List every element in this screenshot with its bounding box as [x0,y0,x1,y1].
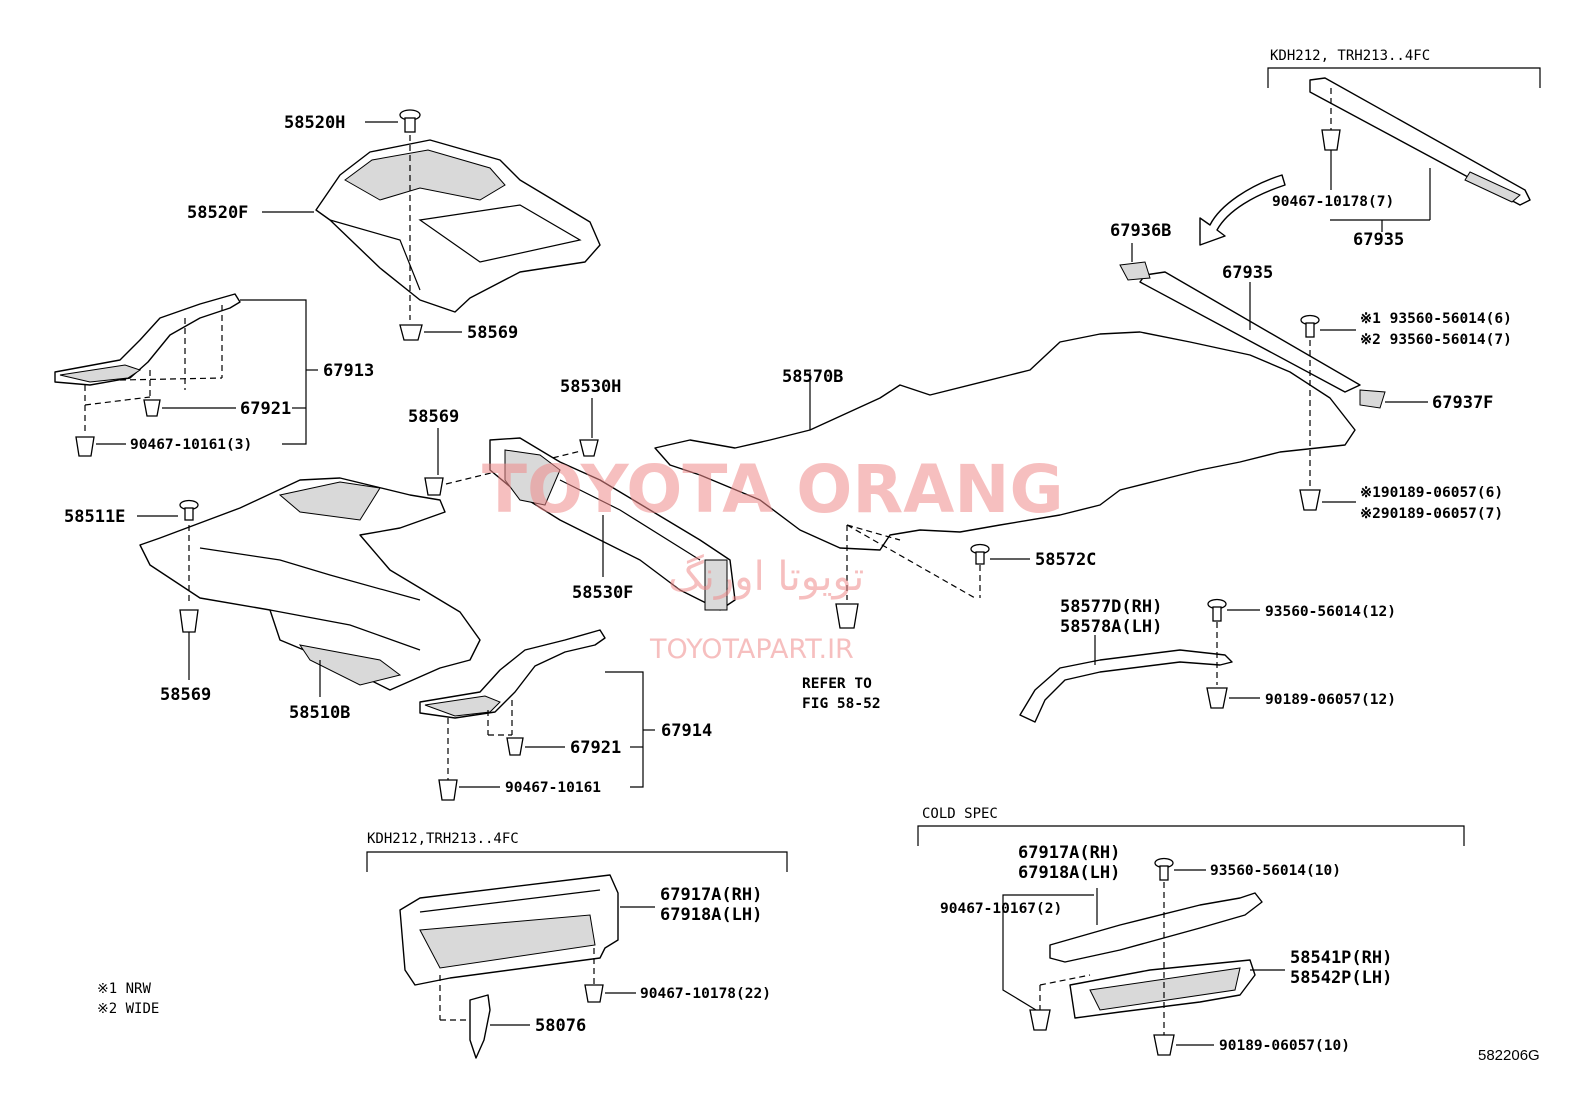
label-90189-7: ※290189-06057(7) [1360,506,1503,522]
label-58570B: 58570B [782,367,843,387]
label-67917A-a: 67917A(RH) [660,885,762,905]
clip-58511E: 58511E [64,499,199,527]
clip-90189-12: 90189-06057(12) [1206,687,1396,709]
label-58572C: 58572C [1035,550,1096,570]
clip-90467-10167-2: 90467-10167(2) [940,894,1094,1031]
label-67921-a: 67921 [240,399,291,419]
label-58541P: 58541P(RH) [1290,948,1392,968]
label-58510B: 58510B [289,703,350,723]
clip-90189-6-7: ※190189-06057(6) ※290189-06057(7) [1299,485,1503,522]
figure-id: 582206G [1478,1047,1540,1064]
label-58076: 58076 [535,1016,586,1036]
label-58520F: 58520F [187,203,248,223]
label-93560-7: ※2 93560-56014(7) [1360,332,1512,348]
part-58570B-shape [654,331,1356,551]
part-67914-shape [419,629,606,780]
part-58530F-shape [489,437,736,611]
clip-58530H: 58530H [560,377,621,457]
label-58542P: 58542P(LH) [1290,968,1392,988]
watermark-persian: تویوتا اورنگ [668,554,864,600]
note-wide: ※2 WIDE [97,1001,159,1017]
label-90467-10178-7: 90467-10178(7) [1272,194,1394,210]
label-67914: 67914 [661,721,712,741]
clip-90467-10161-3: 90467-10161(3) [75,436,252,457]
label-67936B: 67936B [1110,221,1171,241]
label-90189-6: ※190189-06057(6) [1360,485,1503,501]
label-58520H: 58520H [284,113,345,133]
clip-90467-10161: 90467-10161 [438,779,601,801]
label-93560-10: 93560-56014(10) [1210,863,1341,879]
part-58577D-shape: 58577D(RH) 58578A(LH) [1019,597,1233,723]
clip-67921-a: 67921 [143,399,306,419]
dashed-58570B [835,524,976,629]
label-93560-6: ※1 93560-56014(6) [1360,311,1512,327]
label-67921-b: 67921 [570,738,621,758]
clip-58572C: 58572C [970,543,1096,598]
label-58569-a: 58569 [467,323,518,343]
part-67913-shape [54,293,241,435]
label-67918A-a: 67918A(LH) [660,905,762,925]
label-58569-b: 58569 [408,407,459,427]
direction-arrow [1199,174,1286,246]
part-67917A-trim [399,874,619,1021]
part-67917A-cold [1049,892,1263,1019]
label-90189-12: 90189-06057(12) [1265,692,1396,708]
label-58577D: 58577D(RH) [1060,597,1162,617]
label-90467-10161-3: 90467-10161(3) [130,437,252,453]
clip-58520H: 58520H [284,109,421,133]
part-58076-clip: 58076 [469,994,586,1059]
label-67913: 67913 [323,361,374,381]
note-nrw: ※1 NRW [97,981,151,997]
label-67918A-b: 67918A(LH) [1018,863,1120,883]
header-cold-spec-label: COLD SPEC [922,806,998,822]
label-90467-10161: 90467-10161 [505,780,601,796]
label-refer2: FIG 58-52 [802,696,881,712]
clip-58569-a: 58569 [399,323,518,343]
header-top-right: KDH212, TRH213..4FC [1267,48,1541,88]
header-bottom-mid: KDH212,TRH213..4FC [366,831,788,872]
watermark-main: TOYOTA ORANG [482,451,1064,528]
part-58510B-shape [139,477,481,691]
clip-90189-10: 90189-06057(10) [1153,1034,1350,1056]
part-67935-rail: 67935 67936B 67937F [1110,221,1493,413]
label-refer1: REFER TO [802,676,872,692]
part-58520F-shape [315,135,601,320]
label-58578A: 58578A(LH) [1060,617,1162,637]
label-90189-10: 90189-06057(10) [1219,1038,1350,1054]
clip-58569-c: 58569 [160,609,211,705]
header-cold-spec: COLD SPEC [917,806,1465,846]
label-58569-c: 58569 [160,685,211,705]
label-58530H: 58530H [560,377,621,397]
label-67935-a: 67935 [1353,230,1404,250]
label-67917A-b: 67917A(RH) [1018,843,1120,863]
label-67937F: 67937F [1432,393,1493,413]
label-93560-12: 93560-56014(12) [1265,604,1396,620]
label-58530F: 58530F [572,583,633,603]
clip-90467-10178-7: 90467-10178(7) [1272,88,1394,210]
watermark-site: TOYOTAPART.IR [649,634,854,665]
clip-90467-10178-22: 90467-10178(22) [584,984,771,1003]
clip-67921-b: 67921 [506,737,643,758]
header-bottom-mid-label: KDH212,TRH213..4FC [367,831,519,847]
part-67935-sill: 67935 [1309,77,1531,250]
label-58511E: 58511E [64,507,125,527]
label-90467-10167-2: 90467-10167(2) [940,901,1062,917]
clip-93560-6-7: ※1 93560-56014(6) ※2 93560-56014(7) [1300,311,1512,490]
label-67935-b: 67935 [1222,263,1273,283]
clip-93560-12: 93560-56014(12) [1207,598,1396,685]
label-90467-10178-22: 90467-10178(22) [640,986,771,1002]
clip-93560-10: 93560-56014(10) [1154,857,1341,1035]
header-top-right-label: KDH212, TRH213..4FC [1270,48,1430,64]
